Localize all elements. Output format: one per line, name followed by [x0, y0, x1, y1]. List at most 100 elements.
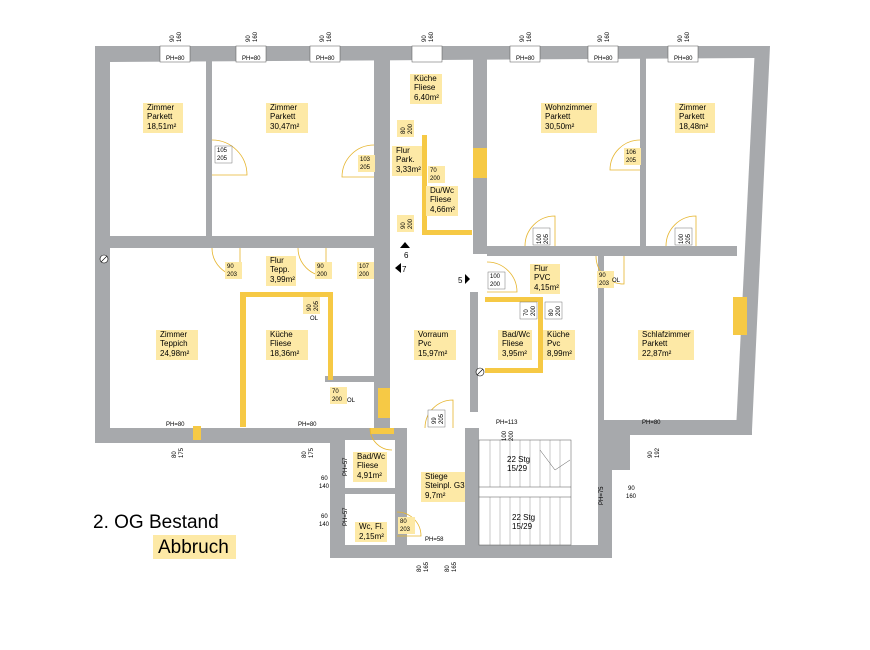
- door-arc-9: [486, 261, 518, 293]
- room-area: 24,98m²: [160, 349, 190, 358]
- dim-a: 80: [172, 451, 178, 458]
- ol-tag: OL: [612, 278, 621, 284]
- dim-a: 90: [648, 451, 654, 458]
- door-arc-3: [609, 139, 641, 171]
- demo-5: [240, 292, 328, 297]
- room-name: Küche: [270, 330, 293, 339]
- room-area: 22,87m²: [642, 349, 672, 358]
- window-top-3: [309, 45, 341, 63]
- room-name: Zimmer: [160, 330, 187, 339]
- room-zimmer3: Zimmer Parkett 18,48m²: [675, 103, 715, 133]
- demo-12: [193, 426, 201, 440]
- room-zimmer1: Zimmer Parkett 18,51m²: [143, 103, 183, 133]
- svg-text:105: 105: [217, 148, 228, 154]
- dim-a: 80: [417, 565, 423, 572]
- stair-outline: [478, 439, 572, 546]
- demo-3: [378, 388, 390, 418]
- ol-tag: OL: [347, 398, 356, 404]
- ol-tag: OL: [310, 316, 319, 322]
- svg-text:205: 205: [686, 233, 692, 244]
- room-floor: Parkett: [545, 112, 571, 121]
- dim-b: 160: [685, 31, 691, 42]
- ph-label: PH=80: [594, 56, 613, 62]
- room-name: Flur: [534, 264, 548, 273]
- wall-bottom-right: [598, 420, 752, 435]
- window-top-5: [509, 45, 541, 63]
- room-floor: PVC: [534, 273, 551, 282]
- svg-text:200: 200: [317, 272, 328, 278]
- room-area: 18,51m²: [147, 122, 177, 131]
- wall-annex-bottom: [330, 545, 610, 558]
- room-area: 30,47m²: [270, 122, 300, 131]
- dim-b: 160: [327, 31, 333, 42]
- room-floor: Teppich: [160, 339, 188, 348]
- dim-b: 140: [319, 522, 330, 528]
- room-floor: Pvc: [547, 339, 560, 348]
- room-flur-park: Flur Park. 3,33m²: [392, 146, 422, 176]
- svg-text:205: 205: [626, 158, 637, 164]
- window-top-7: [667, 45, 699, 63]
- ph-label: PH=113: [496, 420, 518, 426]
- demo-7: [422, 135, 427, 235]
- room-floor: Park.: [396, 155, 415, 164]
- ph-label: PH=80: [242, 56, 261, 62]
- dim-a: 90: [628, 486, 635, 492]
- dim-b: 160: [605, 31, 611, 42]
- ph-label: PH=80: [516, 56, 535, 62]
- wall-int-8: [598, 256, 604, 426]
- svg-text:100: 100: [679, 233, 685, 244]
- demo-4: [240, 292, 246, 427]
- stair-steps: 22 Stg: [512, 513, 535, 522]
- svg-text:200: 200: [332, 397, 343, 403]
- stair-graphics: [478, 439, 572, 546]
- plan-title: 2. OG Bestand: [93, 512, 219, 533]
- ph-label: PH=80: [166, 56, 185, 62]
- room-bad-wc-right: Bad/Wc Fliese 3,95m²: [498, 330, 532, 360]
- room-zimmer2: Zimmer Parkett 30,47m²: [266, 103, 308, 133]
- wall-annex-corner: [612, 430, 630, 470]
- svg-text:205: 205: [544, 233, 550, 244]
- room-name: Zimmer: [147, 103, 174, 112]
- svg-text:80: 80: [400, 519, 407, 525]
- svg-text:70: 70: [332, 389, 339, 395]
- room-flur-pvc: Flur PVC 4,15m²: [530, 264, 560, 294]
- room-floor: Tepp.: [270, 265, 290, 274]
- dim-b: 160: [429, 31, 435, 42]
- svg-text:203: 203: [227, 272, 238, 278]
- ph-label: PH=80: [316, 56, 335, 62]
- ph-label: PH=80: [166, 422, 185, 428]
- room-wc: Wc, Fl. 2,15m²: [355, 522, 387, 542]
- room-name: Küche: [414, 74, 437, 83]
- dim-a: 90: [598, 35, 604, 42]
- room-name: Flur: [270, 256, 284, 265]
- window-top-6: [587, 45, 619, 63]
- demolition-walls: [193, 135, 747, 440]
- room-area: 3,95m²: [502, 349, 527, 358]
- arrow-left-icon: [395, 263, 401, 273]
- svg-text:107: 107: [359, 264, 370, 270]
- door-arc-12: [369, 427, 393, 451]
- window-dims-other: 60 140 60 140 80 175 80 175 90 192 90 16…: [172, 430, 661, 572]
- room-floor: Fliese: [430, 195, 452, 204]
- dim-b: 192: [655, 447, 661, 458]
- room-floor: Parkett: [147, 112, 173, 121]
- room-name: Bad/Wc: [502, 330, 530, 339]
- room-name: Flur: [396, 146, 410, 155]
- dim-b: 160: [626, 494, 637, 500]
- plan-subtitle: Abbruch: [158, 537, 229, 558]
- room-bad-wc-left: Bad/Wc Fliese 4,91m²: [353, 452, 387, 482]
- marker-label: 7: [402, 265, 407, 274]
- svg-text:90: 90: [401, 222, 407, 229]
- dim-a: 80: [302, 451, 308, 458]
- dim-a: 60: [321, 514, 328, 520]
- wall-right: [736, 46, 770, 430]
- room-floor: Parkett: [270, 112, 296, 121]
- svg-text:100: 100: [490, 274, 501, 280]
- arrow-right-icon: [465, 274, 470, 284]
- stair-steps: 22 Stg: [507, 455, 530, 464]
